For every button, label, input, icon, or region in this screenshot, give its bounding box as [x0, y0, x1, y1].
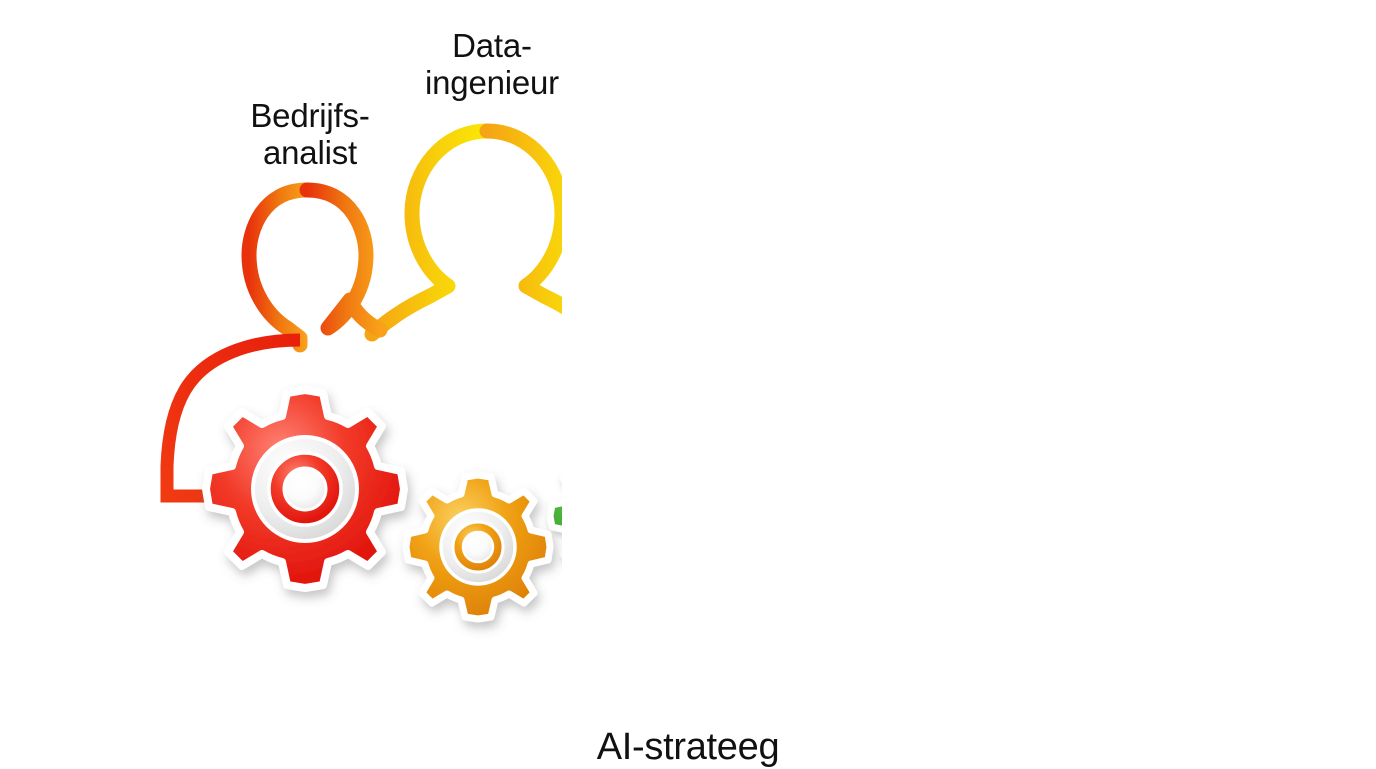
page-title: AI-strateeg [596, 726, 780, 768]
role-label-bedrijfsanalist: Bedrijfs- analist [250, 97, 370, 171]
graphic-cluster [0, 0, 562, 640]
people-and-gears-illustration [160, 123, 562, 623]
person-outline-icon-data-ingenieur [364, 123, 562, 342]
person-outline-icon-bedrijfsanalist [241, 182, 388, 353]
role-label-data-ingenieur: Data- ingenieur [425, 27, 559, 101]
gear-icon-green [546, 474, 562, 558]
connector-arrow [160, 333, 301, 503]
gear-icon-red [202, 386, 408, 592]
gear-icon-orange [402, 471, 554, 623]
